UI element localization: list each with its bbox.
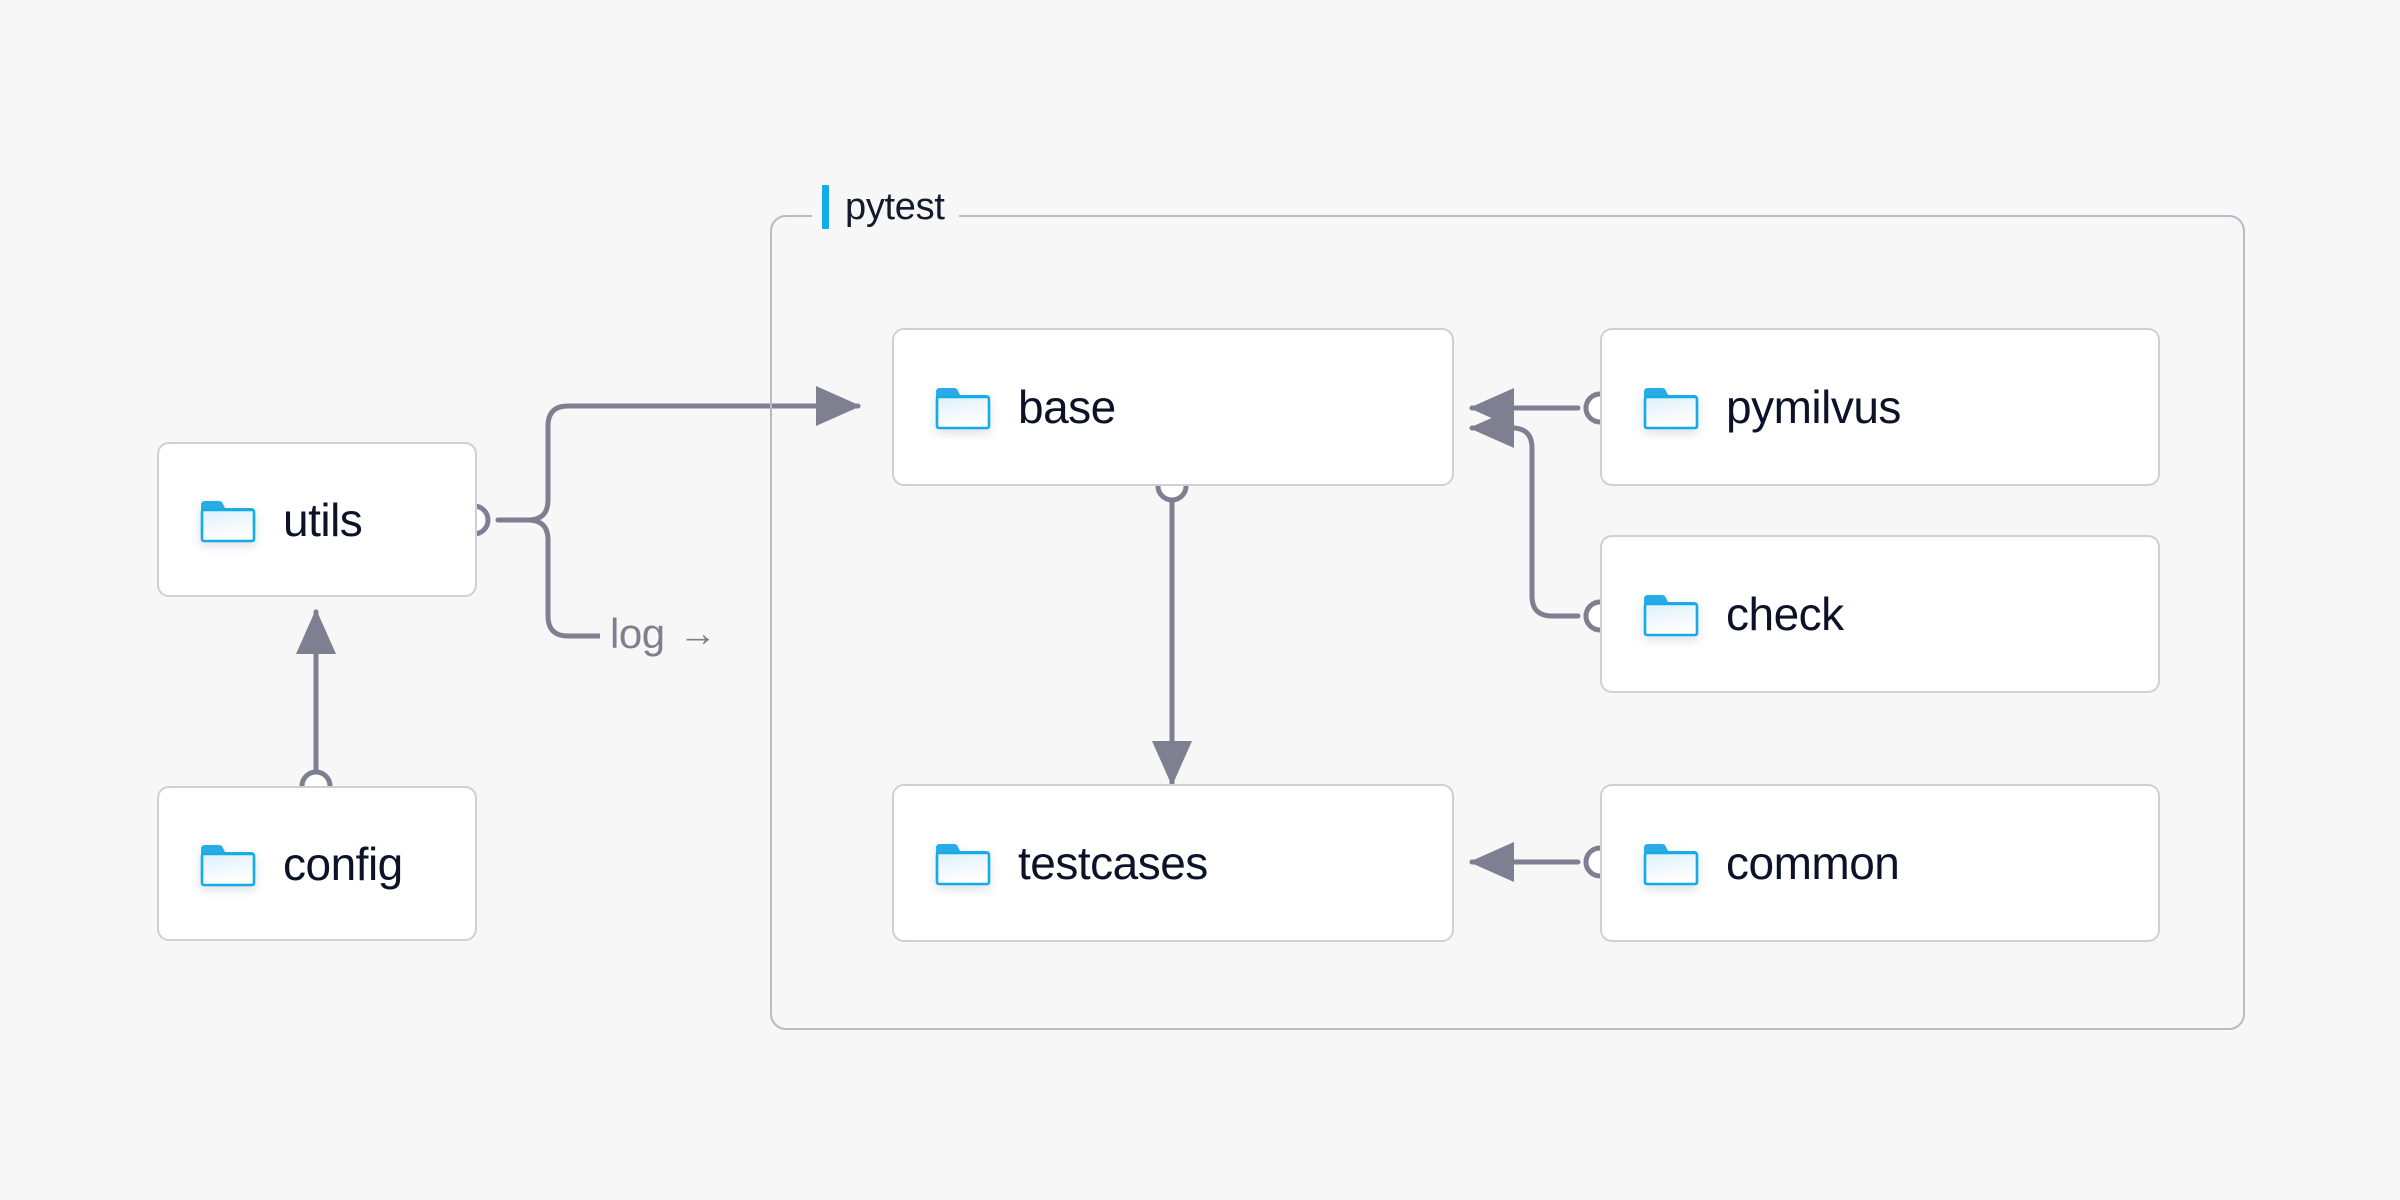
edge-label-log: log → (600, 610, 727, 658)
node-testcases[interactable]: testcases (892, 784, 1454, 942)
folder-icon (1642, 839, 1700, 887)
group-pytest-label: pytest (812, 185, 959, 229)
folder-icon (199, 496, 257, 544)
node-common[interactable]: common (1600, 784, 2160, 942)
accent-bar-icon (822, 185, 829, 229)
folder-icon (199, 840, 257, 888)
node-base[interactable]: base (892, 328, 1454, 486)
group-title: pytest (845, 185, 945, 228)
edge-label-log-text: log (610, 610, 665, 657)
folder-icon (934, 383, 992, 431)
arrow-right-icon: → (678, 613, 717, 655)
node-label: base (1018, 381, 1116, 433)
group-pytest[interactable] (770, 215, 2245, 1030)
node-config[interactable]: config (157, 786, 477, 941)
node-pymilvus[interactable]: pymilvus (1600, 328, 2160, 486)
node-utils[interactable]: utils (157, 442, 477, 597)
node-check[interactable]: check (1600, 535, 2160, 693)
edge-utils-to-log (495, 517, 683, 639)
node-label: config (283, 837, 403, 890)
folder-icon (934, 839, 992, 887)
node-label: check (1726, 588, 1844, 640)
folder-icon (1642, 590, 1700, 638)
folder-icon (1642, 383, 1700, 431)
node-label: utils (283, 493, 363, 546)
edge-check-to-base (1468, 408, 1581, 619)
node-label: common (1726, 837, 1900, 889)
node-label: pymilvus (1726, 381, 1901, 433)
node-label: testcases (1018, 837, 1208, 889)
